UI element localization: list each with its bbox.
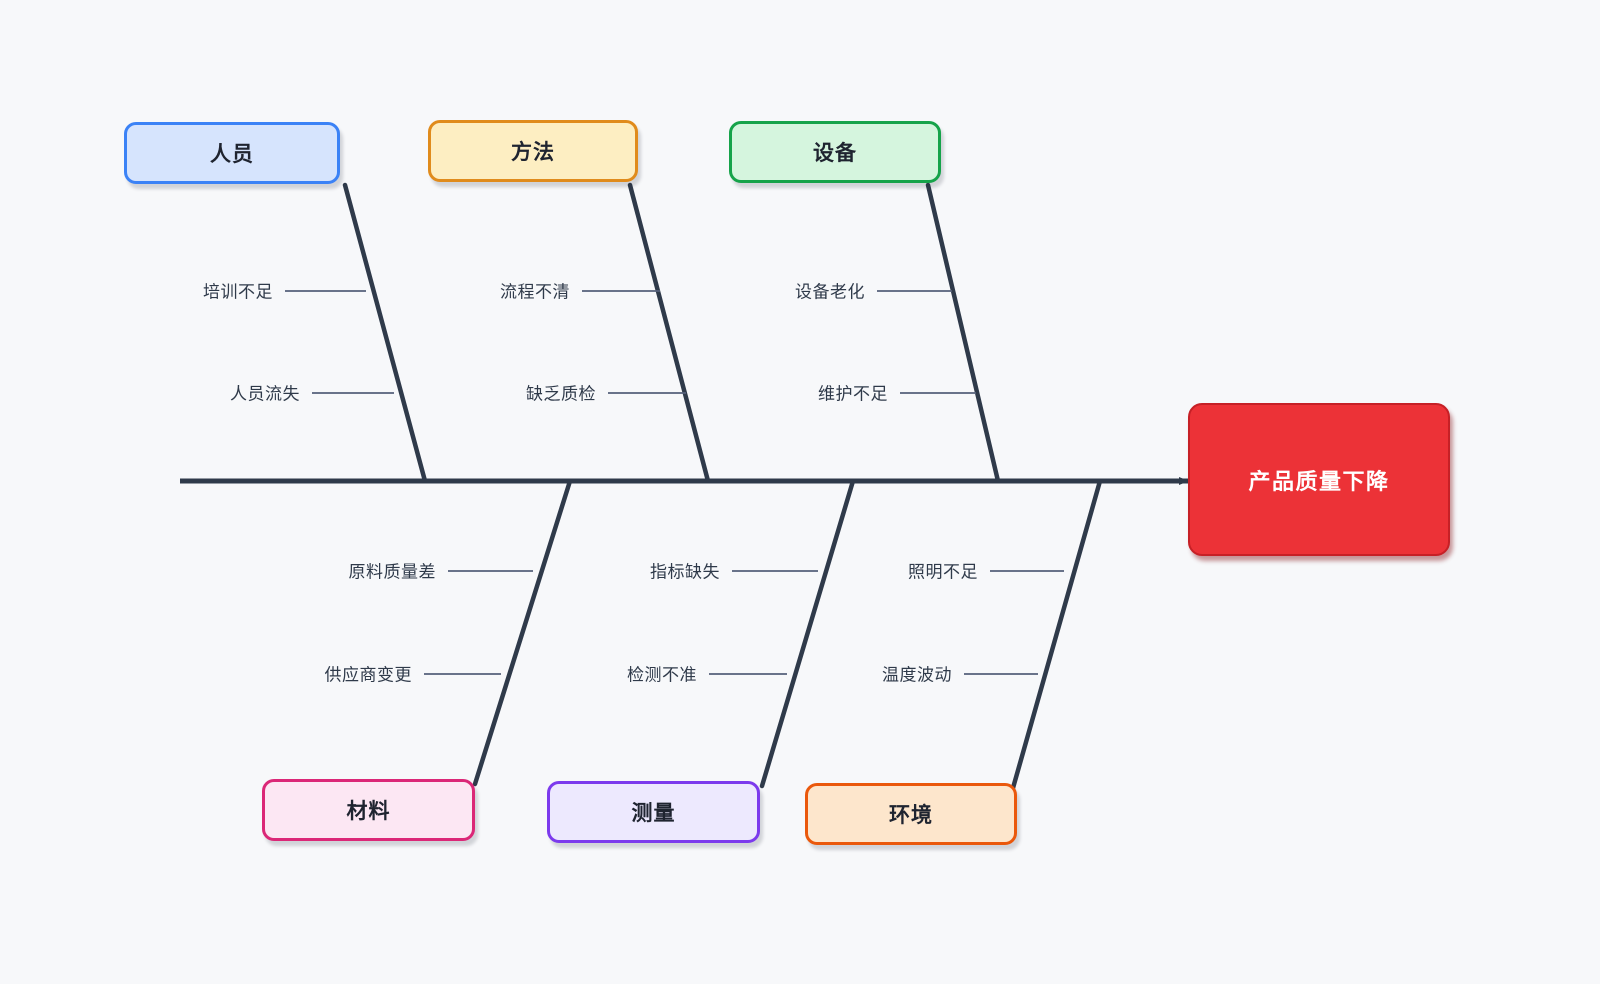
effect-box[interactable]: 产品质量下降 [1188,403,1450,556]
cause-label-equipment-1[interactable]: 维护不足 [818,384,888,404]
bone-line-measurement [759,478,856,789]
category-label-environment: 环境 [889,804,933,827]
category-box-equipment[interactable]: 设备 [729,121,941,183]
bone-line-material [472,478,573,787]
category-box-environment[interactable]: 环境 [805,783,1017,845]
category-box-material[interactable]: 材料 [262,779,475,841]
cause-label-environment-0[interactable]: 照明不足 [908,562,978,582]
cause-label-environment-1[interactable]: 温度波动 [882,665,952,685]
cause-label-people-0[interactable]: 培训不足 [203,282,273,302]
cause-label-method-1[interactable]: 缺乏质检 [526,384,596,404]
category-box-method[interactable]: 方法 [428,120,638,182]
cause-label-material-1[interactable]: 供应商变更 [324,665,412,685]
bone-line-people [342,182,428,484]
bone-line-equipment [925,182,1001,484]
bone-line-method [627,182,711,484]
effect-label: 产品质量下降 [1248,468,1390,494]
bone-line-environment [1010,478,1103,791]
cause-lines-group [285,290,1064,675]
cause-label-equipment-0[interactable]: 设备老化 [795,282,865,302]
category-label-material: 材料 [346,800,391,823]
category-label-equipment: 设备 [813,142,857,165]
category-box-measurement[interactable]: 测量 [547,781,760,843]
cause-label-measurement-1[interactable]: 检测不准 [627,665,697,685]
category-label-people: 人员 [210,143,254,166]
cause-label-measurement-0[interactable]: 指标缺失 [650,562,720,582]
cause-label-material-0[interactable]: 原料质量差 [348,562,436,582]
category-label-method: 方法 [511,141,555,164]
cause-label-people-1[interactable]: 人员流失 [230,384,300,404]
category-box-people[interactable]: 人员 [124,122,340,184]
cause-label-method-0[interactable]: 流程不清 [500,282,570,302]
bones-group [342,182,1103,791]
category-label-measurement: 测量 [631,802,676,825]
